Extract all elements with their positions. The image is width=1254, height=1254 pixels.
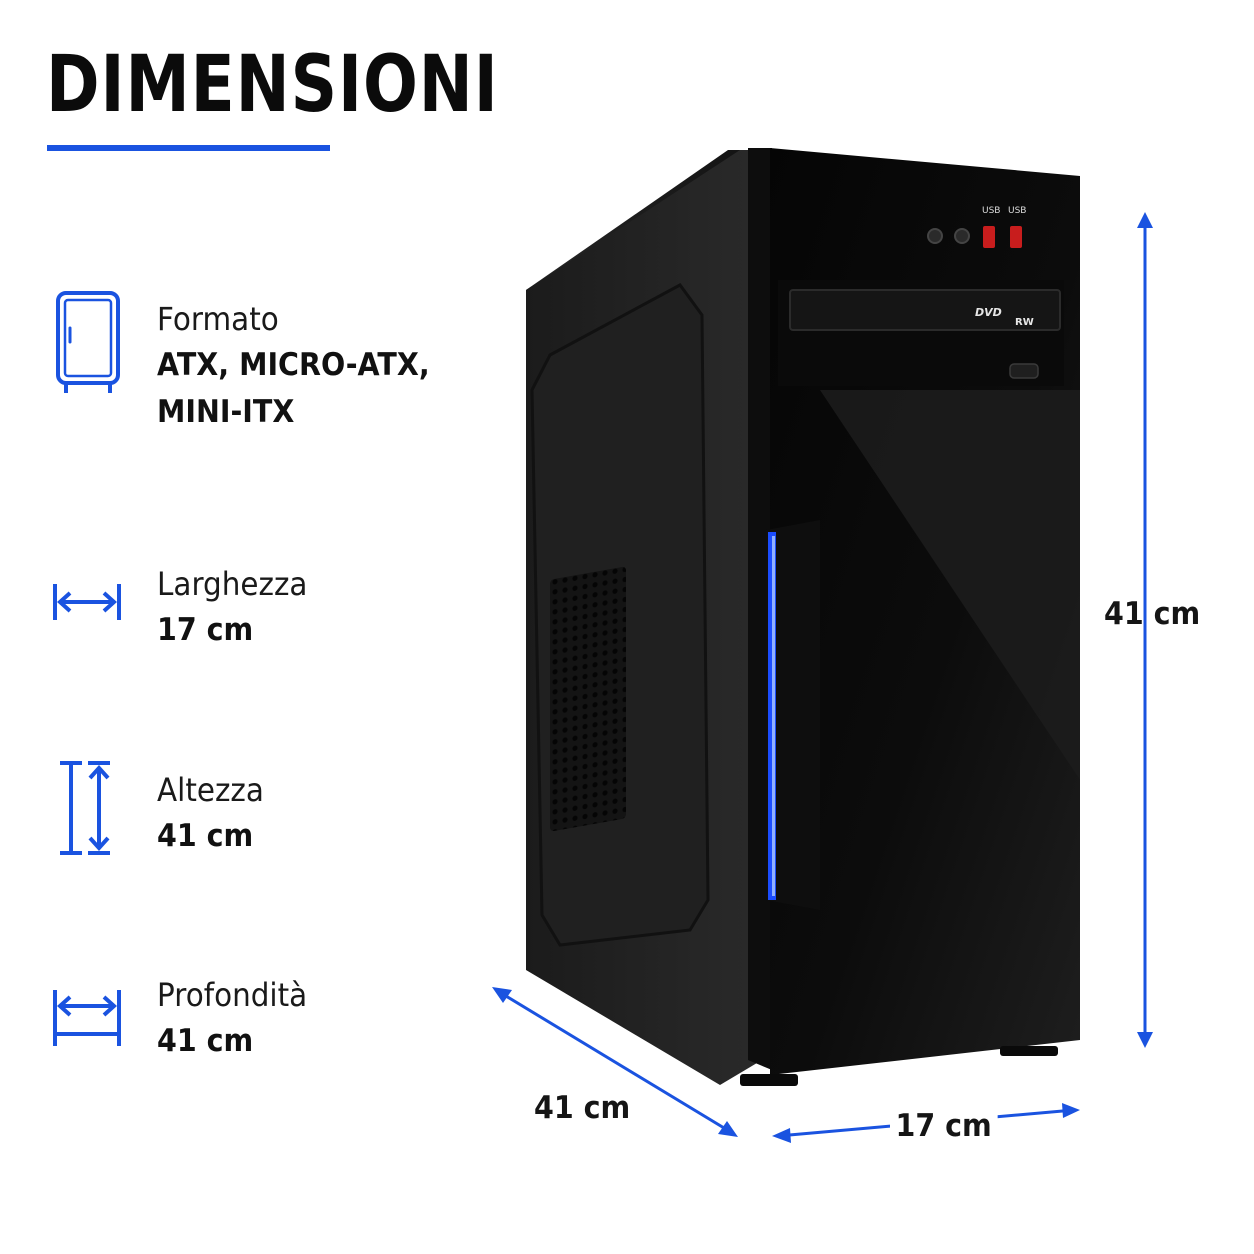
spec-height: Altezza 41 cm	[157, 767, 273, 860]
height-icon	[58, 760, 112, 856]
page-title: DIMENSIONI	[46, 40, 499, 130]
dvd-badge: DVD	[975, 306, 1002, 319]
height-dimension-label: 41 cm	[1104, 596, 1201, 632]
usb-port-label: USB	[1008, 206, 1026, 216]
case-icon	[54, 290, 122, 396]
spec-value: 41 cm	[157, 1023, 254, 1059]
spec-label: Formato	[157, 300, 279, 338]
spec-label: Larghezza	[157, 565, 308, 603]
width-icon	[52, 582, 122, 622]
rw-badge: RW	[1015, 317, 1034, 328]
spec-label: Altezza	[157, 771, 264, 809]
pc-case-image: USB USB DVD RW	[480, 140, 1120, 1100]
depth-arrow	[490, 984, 740, 1140]
depth-icon	[52, 988, 122, 1050]
width-dimension-label: 17 cm	[890, 1108, 998, 1144]
spec-label: Profondità	[157, 976, 308, 1014]
spec-value: 17 cm	[157, 612, 254, 648]
spec-value: MINI-ITX	[157, 394, 295, 430]
usb-port-label: USB	[982, 206, 1000, 216]
spec-width: Larghezza 17 cm	[157, 561, 321, 654]
height-arrow	[1132, 210, 1158, 1050]
spec-value: 41 cm	[157, 818, 254, 854]
spec-format: Formato ATX, MICRO-ATX, MINI-ITX	[157, 296, 453, 436]
title-underline	[47, 145, 330, 151]
spec-depth: Profondità 41 cm	[157, 972, 320, 1065]
depth-dimension-label: 41 cm	[534, 1090, 631, 1126]
spec-value: ATX, MICRO-ATX,	[157, 347, 430, 383]
